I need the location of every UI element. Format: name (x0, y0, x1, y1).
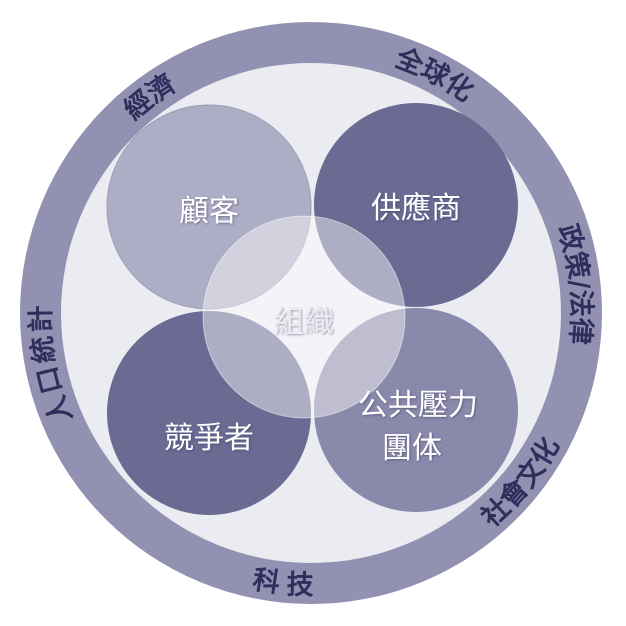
circle-customers (106, 104, 312, 310)
label-organization: 組織 (274, 305, 334, 340)
label-customers: 顧客 (179, 194, 239, 229)
label-public-pressure: 公共壓力 (358, 388, 478, 423)
ring-label-technology-text: 科技 (251, 565, 314, 602)
circle-suppliers (314, 103, 518, 307)
circle-competitors (107, 311, 311, 515)
label-groups: 團体 (382, 431, 442, 466)
circle-public-pressure-groups (314, 308, 518, 512)
circle-organization (202, 215, 406, 419)
ring-label-technology: 科技 (251, 565, 322, 602)
label-competitors: 競爭者 (164, 421, 254, 456)
label-suppliers: 供應商 (371, 191, 461, 226)
